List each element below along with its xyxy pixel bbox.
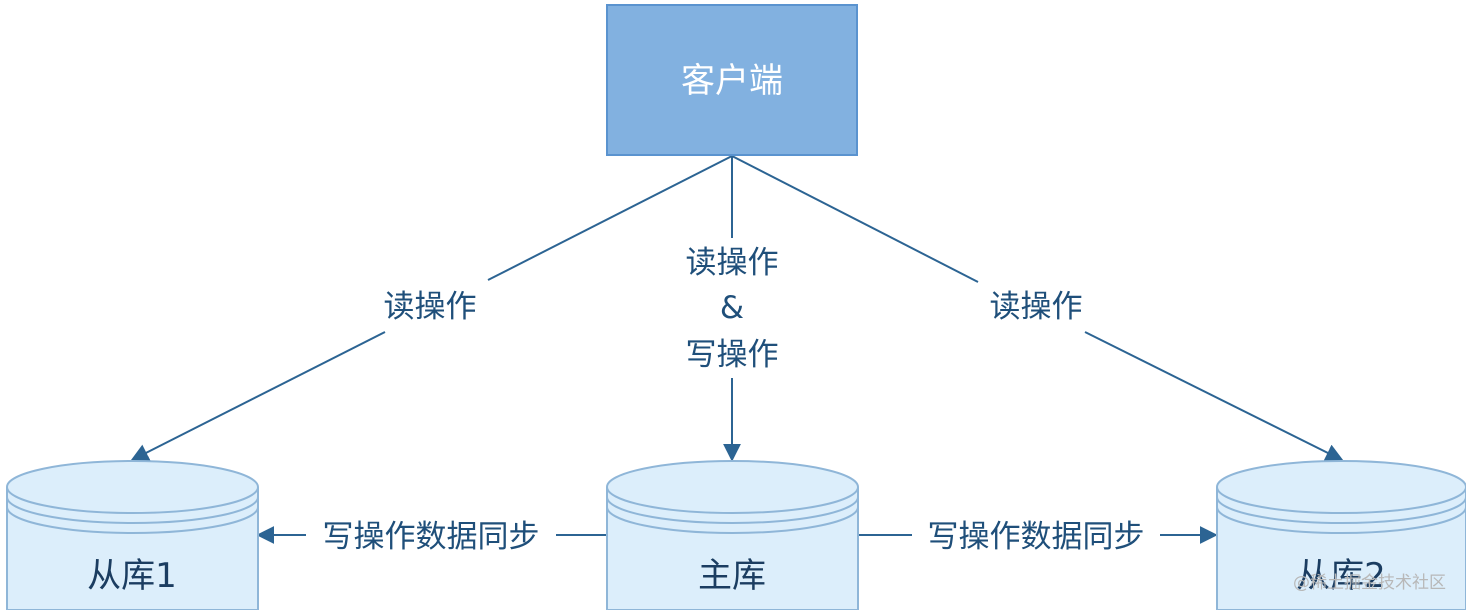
- edge-label-read-slave1: 读操作: [384, 289, 477, 325]
- edge-label-write: 写操作: [686, 337, 779, 373]
- database-slave1: 从库1: [6, 460, 259, 610]
- master-label: 主库: [698, 556, 766, 596]
- edge-label-sync-right: 写操作数据同步: [928, 519, 1145, 555]
- edge-client-to-slave2: 读操作: [731, 155, 1344, 461]
- slave1-label: 从库1: [87, 556, 177, 596]
- database-slave2: 从库2: [1216, 460, 1466, 610]
- edge-label-read-slave2: 读操作: [990, 289, 1083, 325]
- edge-label-ampersand: &: [720, 290, 744, 326]
- edge-label-sync-left: 写操作数据同步: [323, 519, 540, 555]
- client-node: 客户端: [606, 4, 858, 156]
- edge-master-to-slave1: 写操作数据同步: [256, 519, 606, 555]
- watermark-text: @稀土掘金技术社区: [1293, 573, 1446, 593]
- edge-client-to-slave1: 读操作: [130, 155, 733, 461]
- slave2-label: 从库2: [1296, 556, 1386, 596]
- edge-master-to-slave2: 写操作数据同步: [858, 519, 1218, 555]
- client-label: 客户端: [681, 61, 783, 101]
- database-master: 主库: [606, 460, 859, 610]
- edge-label-read: 读操作: [686, 245, 779, 281]
- edge-client-to-master: 读操作 & 写操作: [686, 156, 779, 462]
